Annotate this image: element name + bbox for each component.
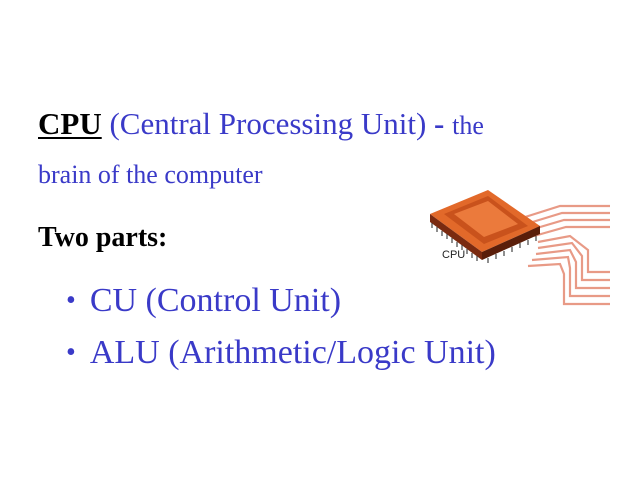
heading-expansion: (Central Processing Unit) (109, 106, 427, 141)
bullet-text: CU (Control Unit) (89, 282, 342, 319)
heading-dash: - (434, 106, 445, 141)
chip-label: CPU (442, 249, 465, 261)
bullet-text: ALU (Arithmetic/Logic Unit) (89, 334, 496, 371)
heading-rest: the (452, 111, 484, 140)
circuit-traces (521, 204, 610, 306)
cpu-chip-icon: CPU (430, 190, 610, 306)
bullet-marker: • (66, 337, 76, 368)
list-item: • ALU (Arithmetic/Logic Unit) (66, 327, 496, 379)
slide-heading: CPU (Central Processing Unit) - the (38, 106, 484, 142)
list-item: • CU (Control Unit) (66, 275, 496, 327)
subhead: Two parts: (38, 222, 168, 253)
chip-body (430, 190, 540, 260)
bullet-list: • CU (Control Unit) • ALU (Arithmetic/Logi… (66, 275, 496, 379)
bullet-marker: • (66, 285, 76, 316)
heading-line2: brain of the computer (38, 160, 263, 189)
chip-pins (431, 223, 537, 263)
heading-term: CPU (38, 106, 102, 141)
